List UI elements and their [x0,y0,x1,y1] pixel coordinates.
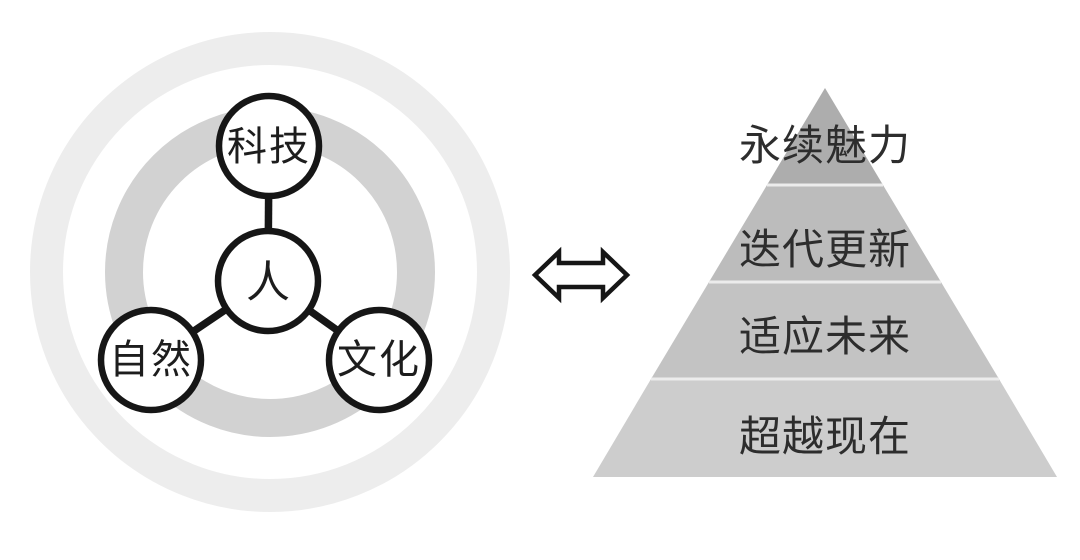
nature-node-label: 自然 [109,337,193,383]
pyramid-level-2-label: 迭代更新 [738,225,912,274]
hub-node-label: 人 [246,257,290,308]
pyramid-level-3-shape [651,282,999,379]
culture-node-label: 文化 [337,337,421,383]
culture-node-circle [325,306,433,414]
pyramid-level-2-shape [709,185,941,282]
technology-node-circle [215,92,323,200]
pyramid-level-1-label: 永续魅力 [738,121,912,170]
pyramid-level-4-shape [593,379,1057,477]
hub-node-circle [214,227,322,335]
nature-node-circle [97,306,205,414]
double-arrow-icon [531,246,631,304]
technology-node-label: 科技 [227,124,311,170]
pyramid-level-1-shape [767,88,883,185]
pyramid-level-3-label: 适应未来 [738,312,912,361]
pyramid-level-4-label: 超越现在 [738,412,912,461]
outer-ring [30,32,510,512]
